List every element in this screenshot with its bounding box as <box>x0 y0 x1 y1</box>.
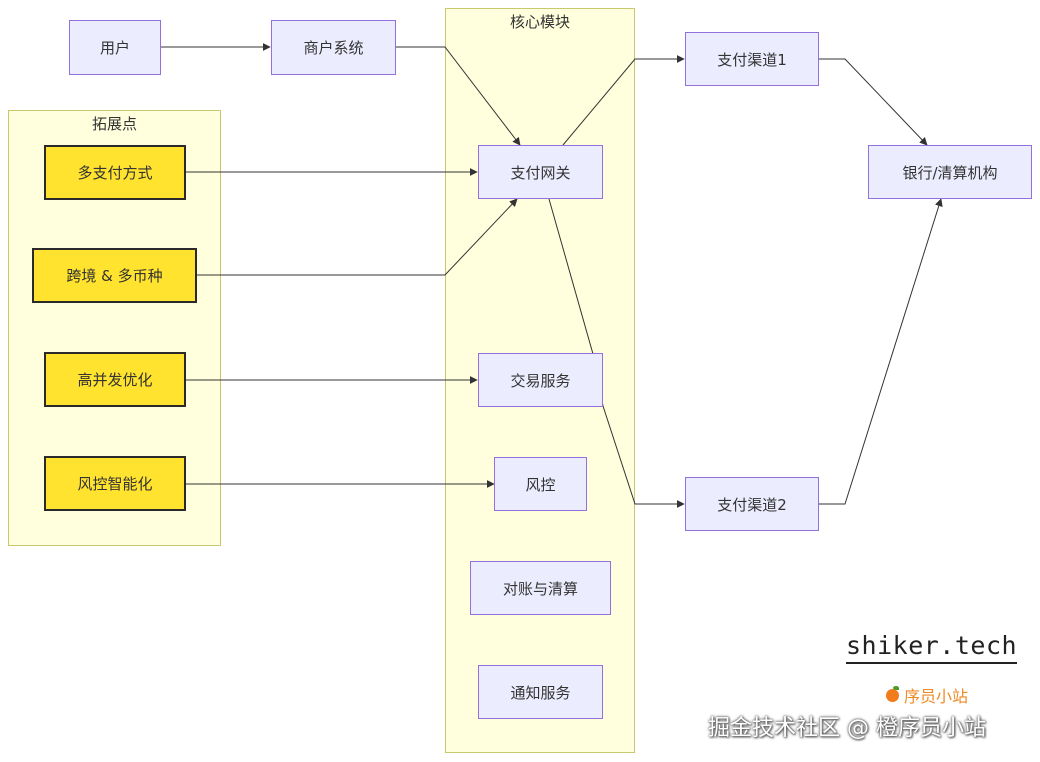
node-reconciliation: 对账与清算 <box>470 561 611 615</box>
node-ext-multi-payment: 多支付方式 <box>44 145 186 200</box>
node-notify-service: 通知服务 <box>478 665 603 719</box>
node-channel-2: 支付渠道2 <box>685 477 819 531</box>
node-ext-high-concurrency: 高并发优化 <box>44 352 186 407</box>
edge-gateway-channel2 <box>548 198 685 508</box>
cluster-core-title: 核心模块 <box>509 13 570 31</box>
node-risk-control: 风控 <box>494 457 587 511</box>
node-payment-gateway: 支付网关 <box>478 145 603 199</box>
edge-gateway-channel1 <box>562 55 685 146</box>
watermark-badge: 序员小站 <box>886 683 968 707</box>
edge-channel2-bank <box>819 198 943 505</box>
node-merchant-system: 商户系统 <box>271 20 396 75</box>
edge-crossborder-gateway <box>197 198 518 276</box>
edge-channel1-bank <box>819 58 928 146</box>
orange-icon <box>886 685 899 702</box>
node-trade-service: 交易服务 <box>478 353 603 407</box>
watermark-site: shiker.tech <box>846 630 1018 664</box>
node-user: 用户 <box>69 20 161 75</box>
edge-merchant-gateway <box>396 46 521 146</box>
node-bank-clearing: 银行/清算机构 <box>868 145 1032 199</box>
watermark-juejin: 掘金技术社区 @ 橙序员小站 <box>708 716 986 741</box>
cluster-ext-title: 拓展点 <box>91 115 137 133</box>
watermark-badge-text: 序员小站 <box>904 687 969 706</box>
node-channel-1: 支付渠道1 <box>685 32 819 86</box>
node-ext-cross-border: 跨境 & 多币种 <box>32 248 197 303</box>
node-ext-smart-risk: 风控智能化 <box>44 456 186 511</box>
